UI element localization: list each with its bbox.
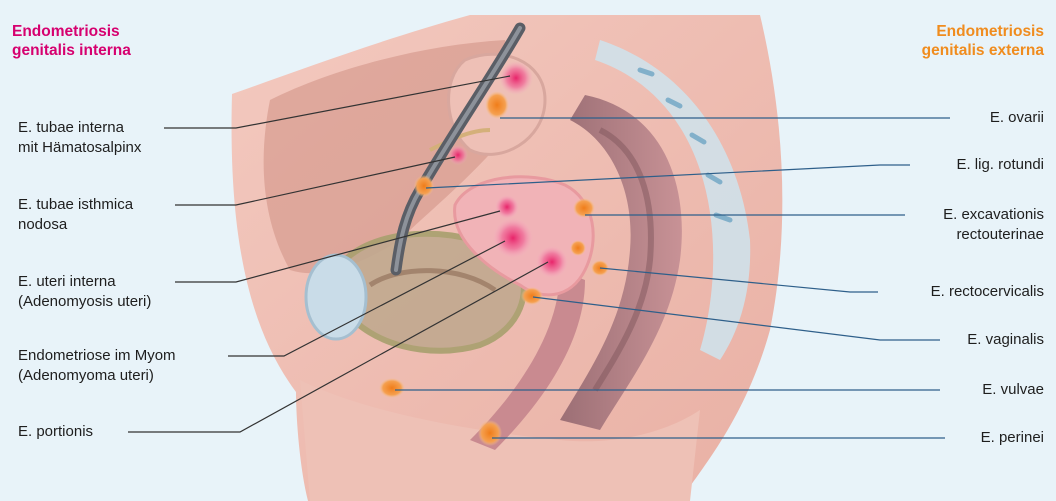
label-perinei: E. perinei	[981, 428, 1044, 448]
label-vaginalis: E. vaginalis	[967, 330, 1044, 350]
lesion-ovarii	[485, 91, 509, 119]
lesion-lig-rotundi	[414, 175, 434, 197]
label-lig-rotundi: E. lig. rotundi	[956, 155, 1044, 175]
label-excavationis: E. excavationis rectouterinae	[943, 205, 1044, 245]
heading-interna: Endometriosis genitalis interna	[12, 22, 131, 60]
lesion-myom	[493, 218, 533, 258]
lesion-perinei	[478, 420, 502, 446]
label-portionis: E. portionis	[18, 422, 93, 442]
label-uteri-interna: E. uteri interna (Adenomyosis uteri)	[18, 272, 151, 312]
lesion-vaginalis	[521, 287, 543, 305]
lesion-portionis	[536, 246, 568, 278]
lesion-tubae-interna	[499, 61, 533, 95]
label-vulvae: E. vulvae	[982, 380, 1044, 400]
label-tubae-isthmica: E. tubae isthmica nodosa	[18, 195, 133, 235]
lesion-tubae-isthmica	[448, 145, 468, 165]
lesion-uteri-interna	[495, 195, 519, 219]
label-tubae-interna: E. tubae interna mit Hämatosalpinx	[18, 118, 141, 158]
heading-externa: Endometriosis genitalis externa	[922, 22, 1044, 60]
lesion-vulvae	[379, 378, 405, 398]
pubic-bone	[306, 255, 366, 339]
label-ovarii: E. ovarii	[990, 108, 1044, 128]
label-rectocervicalis: E. rectocervicalis	[931, 282, 1044, 302]
label-myom: Endometriose im Myom (Adenomyoma uteri)	[18, 346, 176, 386]
lesion-rectocervicalis-a	[570, 240, 586, 256]
